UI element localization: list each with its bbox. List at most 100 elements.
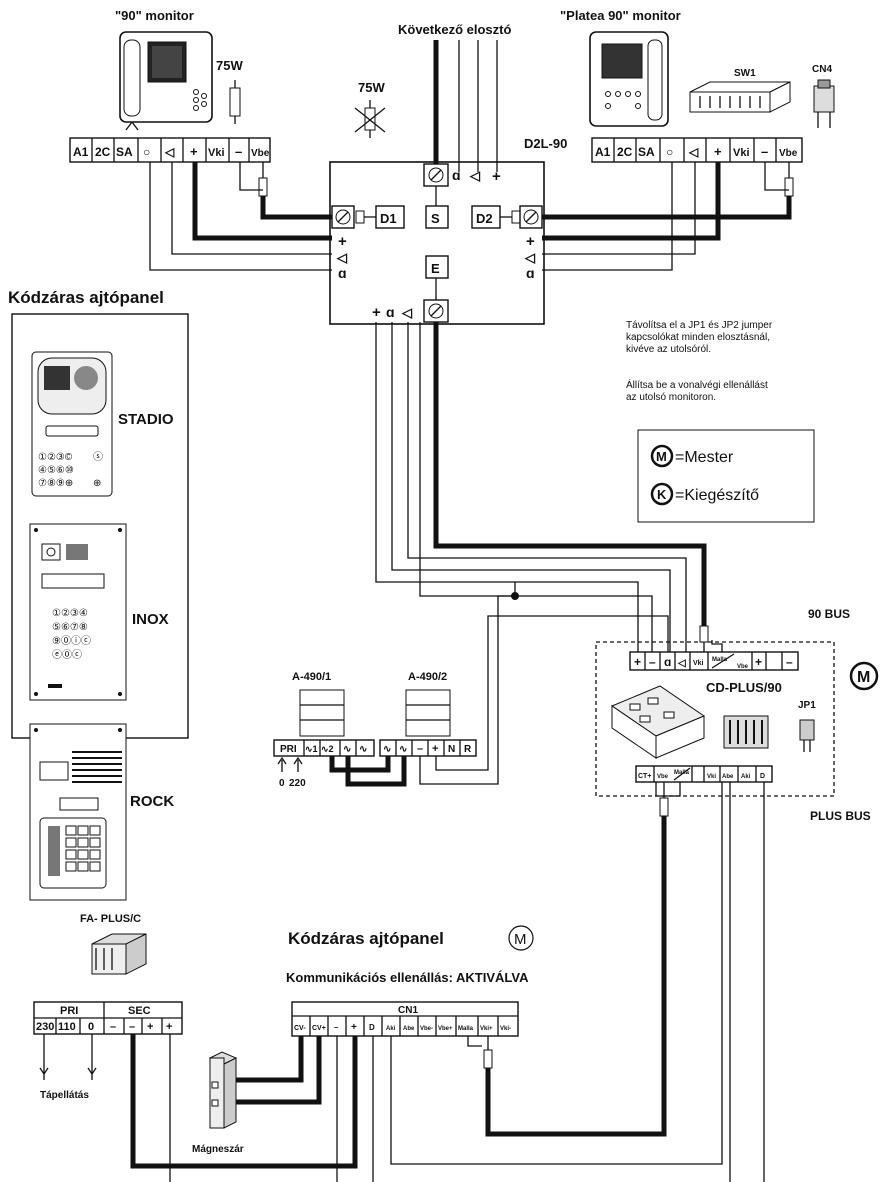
notes-block: Távolítsa el a JP1 és JP2 jumper kapcsol… — [626, 320, 773, 403]
lt-minus: – — [235, 144, 242, 159]
a490-1-icon — [299, 689, 345, 737]
svg-text:①②③④: ①②③④ — [52, 608, 88, 619]
svg-text:Aki: Aki — [386, 1026, 396, 1032]
psu-in-0: 0 — [279, 778, 285, 789]
next-distributor-label: Következő elosztó — [398, 22, 511, 37]
cn4-icon — [813, 79, 835, 128]
bus90-label: 90 BUS — [808, 607, 850, 621]
bottom-panel-m-letter: M — [514, 931, 527, 948]
cn1-label: CN1 — [398, 1005, 418, 1016]
svg-text:ɑ: ɑ — [452, 167, 461, 183]
legend-box — [637, 429, 815, 523]
svg-text:D: D — [760, 773, 765, 780]
bottom-connector: + ɑ ◁ — [372, 299, 449, 323]
svg-text:Malla: Malla — [458, 1026, 474, 1032]
svg-text:+: + — [372, 304, 381, 321]
psu2-strip: ∿ ∿ – + N R — [379, 739, 477, 757]
svg-text:Abe: Abe — [403, 1026, 415, 1032]
cdplus-connector-icon — [723, 715, 769, 749]
svg-text:ⓢ: ⓢ — [93, 451, 103, 463]
cn4-label: CN4 — [812, 64, 832, 75]
svg-text:+: + — [147, 1021, 153, 1033]
cdplus-name: CD-PLUS/90 — [706, 680, 782, 695]
lt-plus: + — [190, 144, 198, 159]
svg-text:–: – — [334, 1023, 339, 1032]
fa-plus-label: FA- PLUS/C — [80, 913, 141, 925]
svg-text:Vbe: Vbe — [737, 664, 749, 670]
svg-text:∿: ∿ — [383, 744, 391, 755]
cdplus-module-icon — [610, 685, 706, 759]
svg-text:◁: ◁ — [469, 168, 481, 183]
svg-text:⑨⓪ⓘⓒ: ⑨⓪ⓘⓒ — [52, 635, 91, 647]
rt-mic: ○ — [666, 145, 673, 159]
bottom-sec: SEC — [128, 1005, 151, 1017]
legend-m-text: =Mester — [675, 449, 734, 466]
svg-text:ⓔ⓪ⓒ: ⓔ⓪ⓒ — [52, 649, 82, 661]
svg-text:CV-: CV- — [294, 1025, 306, 1032]
a490-1-label: A-490/1 — [292, 671, 331, 683]
d2-port: D2 — [471, 205, 543, 229]
svg-text:Vki: Vki — [693, 660, 704, 667]
lt-spk: ◁ — [164, 145, 175, 159]
svg-text:–: – — [110, 1021, 116, 1033]
legend-k-letter: K — [657, 487, 667, 502]
cdplus-m-icon — [849, 661, 879, 691]
svg-text:∿: ∿ — [359, 744, 367, 755]
rt-2c: 2C — [617, 145, 633, 159]
resistor1-icon — [229, 80, 241, 124]
psu-in-220: 220 — [289, 778, 306, 789]
jp1-label: JP1 — [798, 700, 816, 711]
stadio-panel-icon: ①②③© ④⑤⑥⑩ ⑦⑧⑨⊕ ⓢ ⊕ — [31, 351, 113, 497]
svg-text:⑤⑥⑦⑧: ⑤⑥⑦⑧ — [52, 622, 88, 633]
psu-pri: PRI — [280, 744, 297, 755]
resistor1-label: 75W — [216, 58, 243, 73]
cdplus-top-strip: + – ɑ ◁ Vki Malla Vbe + – — [629, 651, 799, 671]
svg-text:Malla: Malla — [674, 770, 690, 776]
svg-text:ɑ: ɑ — [664, 655, 671, 669]
note-line4: Állítsa be a vonalvégi ellenállást — [626, 378, 768, 391]
rt-a1: A1 — [595, 145, 611, 159]
lt-vbe: Vbe — [251, 148, 270, 159]
svg-text:230: 230 — [36, 1021, 54, 1033]
psu1-strip: PRI ∿1 ∿2 ∿ ∿ — [273, 739, 375, 757]
rock-label: ROCK — [130, 793, 174, 810]
svg-text:–: – — [786, 655, 793, 669]
lt-sa: SA — [116, 145, 133, 159]
svg-text:◁: ◁ — [524, 250, 536, 265]
svg-text:∿: ∿ — [399, 744, 407, 755]
s-box — [425, 205, 449, 229]
a490-2-icon — [405, 689, 451, 737]
svg-text:–: – — [417, 743, 423, 755]
plusbus-label: PLUS BUS — [810, 809, 871, 823]
svg-text:④⑤⑥⑩: ④⑤⑥⑩ — [38, 465, 74, 476]
d2l-label: D2L-90 — [524, 136, 567, 151]
svg-text:ɑ: ɑ — [338, 265, 347, 281]
cdplus-m-letter: M — [857, 669, 870, 686]
sw1-icon — [689, 81, 791, 113]
rt-minus: – — [761, 144, 768, 159]
d2-label: D2 — [476, 211, 493, 226]
e-box — [425, 255, 449, 279]
svg-text:ɑ: ɑ — [526, 265, 535, 281]
svg-text:N: N — [448, 744, 455, 755]
note-line2: kapcsolókat minden elosztásnál, — [626, 332, 770, 343]
d1-port: D1 — [331, 205, 405, 229]
svg-text:Aki: Aki — [741, 774, 751, 780]
svg-text:Abe: Abe — [722, 774, 734, 780]
svg-text:∿1: ∿1 — [305, 744, 318, 754]
legend-m-letter: M — [656, 449, 667, 464]
rt-spk: ◁ — [688, 145, 699, 159]
distributor-box — [329, 161, 545, 325]
bottom-panel-title: Kódzáras ajtópanel — [288, 929, 444, 948]
svg-text:∿: ∿ — [343, 744, 351, 755]
rt-vki: Vki — [733, 147, 750, 159]
jp1-jumper-icon — [799, 719, 815, 752]
svg-text:–: – — [649, 655, 656, 669]
supply-label: Tápellátás — [40, 1090, 89, 1101]
svg-text:+: + — [755, 655, 762, 669]
svg-text:Vki-: Vki- — [500, 1026, 511, 1032]
svg-text:Vbe: Vbe — [657, 774, 669, 780]
a490-2-label: A-490/2 — [408, 671, 447, 683]
svg-text:110: 110 — [58, 1021, 76, 1033]
